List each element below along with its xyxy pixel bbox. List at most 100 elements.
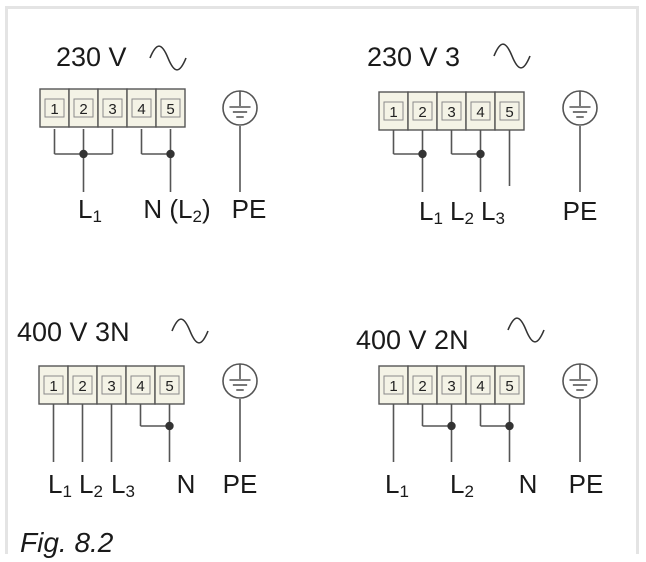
terminal-number: 4 [476, 378, 484, 395]
label-subscript: 1 [93, 207, 102, 226]
terminal-window [101, 375, 122, 395]
earth-ground-icon [222, 363, 258, 399]
terminal-window [470, 101, 491, 121]
label-main: L [78, 194, 92, 224]
conductor-label: N [519, 469, 538, 499]
label-main: L [481, 196, 495, 226]
label-main: N [177, 469, 196, 499]
junction-dot [79, 149, 88, 159]
terminal-number: 3 [108, 101, 116, 118]
label-main: PE [223, 469, 258, 499]
terminal-number: 2 [78, 378, 86, 395]
ac-tilde-icon [171, 318, 209, 344]
terminal-number: 4 [136, 378, 144, 395]
terminal-number: 1 [49, 378, 57, 395]
earth-ground-icon [562, 363, 598, 399]
junction-dot [166, 149, 175, 159]
terminal-window [499, 101, 520, 121]
voltage-title: 230 V 3 [367, 42, 460, 72]
terminal-window [102, 98, 123, 118]
conductor-label: L2 [450, 469, 474, 501]
label-main: PE [569, 469, 604, 499]
conductor-label: PE [569, 469, 604, 499]
label-main: L [385, 469, 399, 499]
terminal-window [441, 375, 462, 395]
earth-ground-icon [562, 90, 598, 126]
label-subscript: 1 [434, 209, 443, 228]
terminal-window [499, 375, 520, 395]
conductor-label: PE [223, 469, 258, 499]
conductor-label: N (L2) [143, 194, 210, 226]
conductor-label: L2 [79, 469, 103, 501]
terminal-block: 1 2 3 4 5 [38, 365, 185, 405]
label-main: L [48, 469, 62, 499]
label-main: N (L [143, 194, 192, 224]
label-main: L [450, 469, 464, 499]
figure-caption: Fig. 8.2 [20, 527, 114, 558]
terminal-number: 3 [447, 378, 455, 395]
terminal-number: 2 [418, 378, 426, 395]
terminal-number: 5 [166, 101, 174, 118]
terminal-window [383, 101, 404, 121]
label-subscript: 2 [465, 209, 474, 228]
terminal-block: 1 2 3 4 5 [378, 91, 525, 131]
conductor-label: L1 [48, 469, 72, 501]
junction-dot [476, 149, 485, 159]
terminal-number: 3 [447, 104, 455, 121]
terminal-window [441, 101, 462, 121]
terminal-number: 5 [165, 378, 173, 395]
terminal-window [470, 375, 491, 395]
conductor-label: L1 [419, 196, 443, 228]
label-subscript: 3 [126, 482, 135, 501]
label-subscript: 2 [192, 207, 201, 226]
terminal-window [412, 101, 433, 121]
terminal-number: 1 [389, 104, 397, 121]
voltage-title: 400 V 2N [356, 325, 469, 355]
terminal-number: 3 [107, 378, 115, 395]
terminal-window [130, 375, 151, 395]
terminal-number: 5 [505, 104, 513, 121]
terminal-number: 5 [505, 378, 513, 395]
label-subscript: 2 [94, 482, 103, 501]
ac-tilde-icon [507, 317, 545, 343]
conductor-label: L2 [450, 196, 474, 228]
conductor-label: N [177, 469, 196, 499]
junction-dot [165, 421, 174, 431]
terminal-block: 1 2 3 4 5 [378, 365, 525, 405]
label-subscript: 2 [465, 482, 474, 501]
conductor-label: L3 [481, 196, 505, 228]
terminal-window [159, 375, 180, 395]
ac-tilde-icon [149, 45, 187, 71]
conductor-label: PE [563, 196, 598, 226]
terminal-number: 2 [79, 101, 87, 118]
label-main: N [519, 469, 538, 499]
label-main: L [79, 469, 93, 499]
label-subscript: 1 [63, 482, 72, 501]
label-main: PE [563, 196, 598, 226]
label-tail: ) [202, 194, 211, 224]
terminal-number: 4 [137, 101, 145, 118]
conductor-label: L1 [78, 194, 102, 226]
ac-tilde-icon [493, 43, 531, 69]
terminal-number: 4 [476, 104, 484, 121]
conductor-label: L1 [385, 469, 409, 501]
junction-dot [505, 421, 514, 431]
terminal-number: 2 [418, 104, 426, 121]
label-subscript: 3 [496, 209, 505, 228]
voltage-title: 400 V 3N [17, 317, 130, 347]
voltage-title: 230 V [56, 42, 127, 72]
terminal-window [44, 98, 65, 118]
terminal-number: 1 [389, 378, 397, 395]
terminal-window [131, 98, 152, 118]
label-subscript: 1 [400, 482, 409, 501]
terminal-window [43, 375, 64, 395]
junction-dot [418, 149, 427, 159]
earth-ground-icon [222, 90, 258, 126]
label-main: L [419, 196, 433, 226]
